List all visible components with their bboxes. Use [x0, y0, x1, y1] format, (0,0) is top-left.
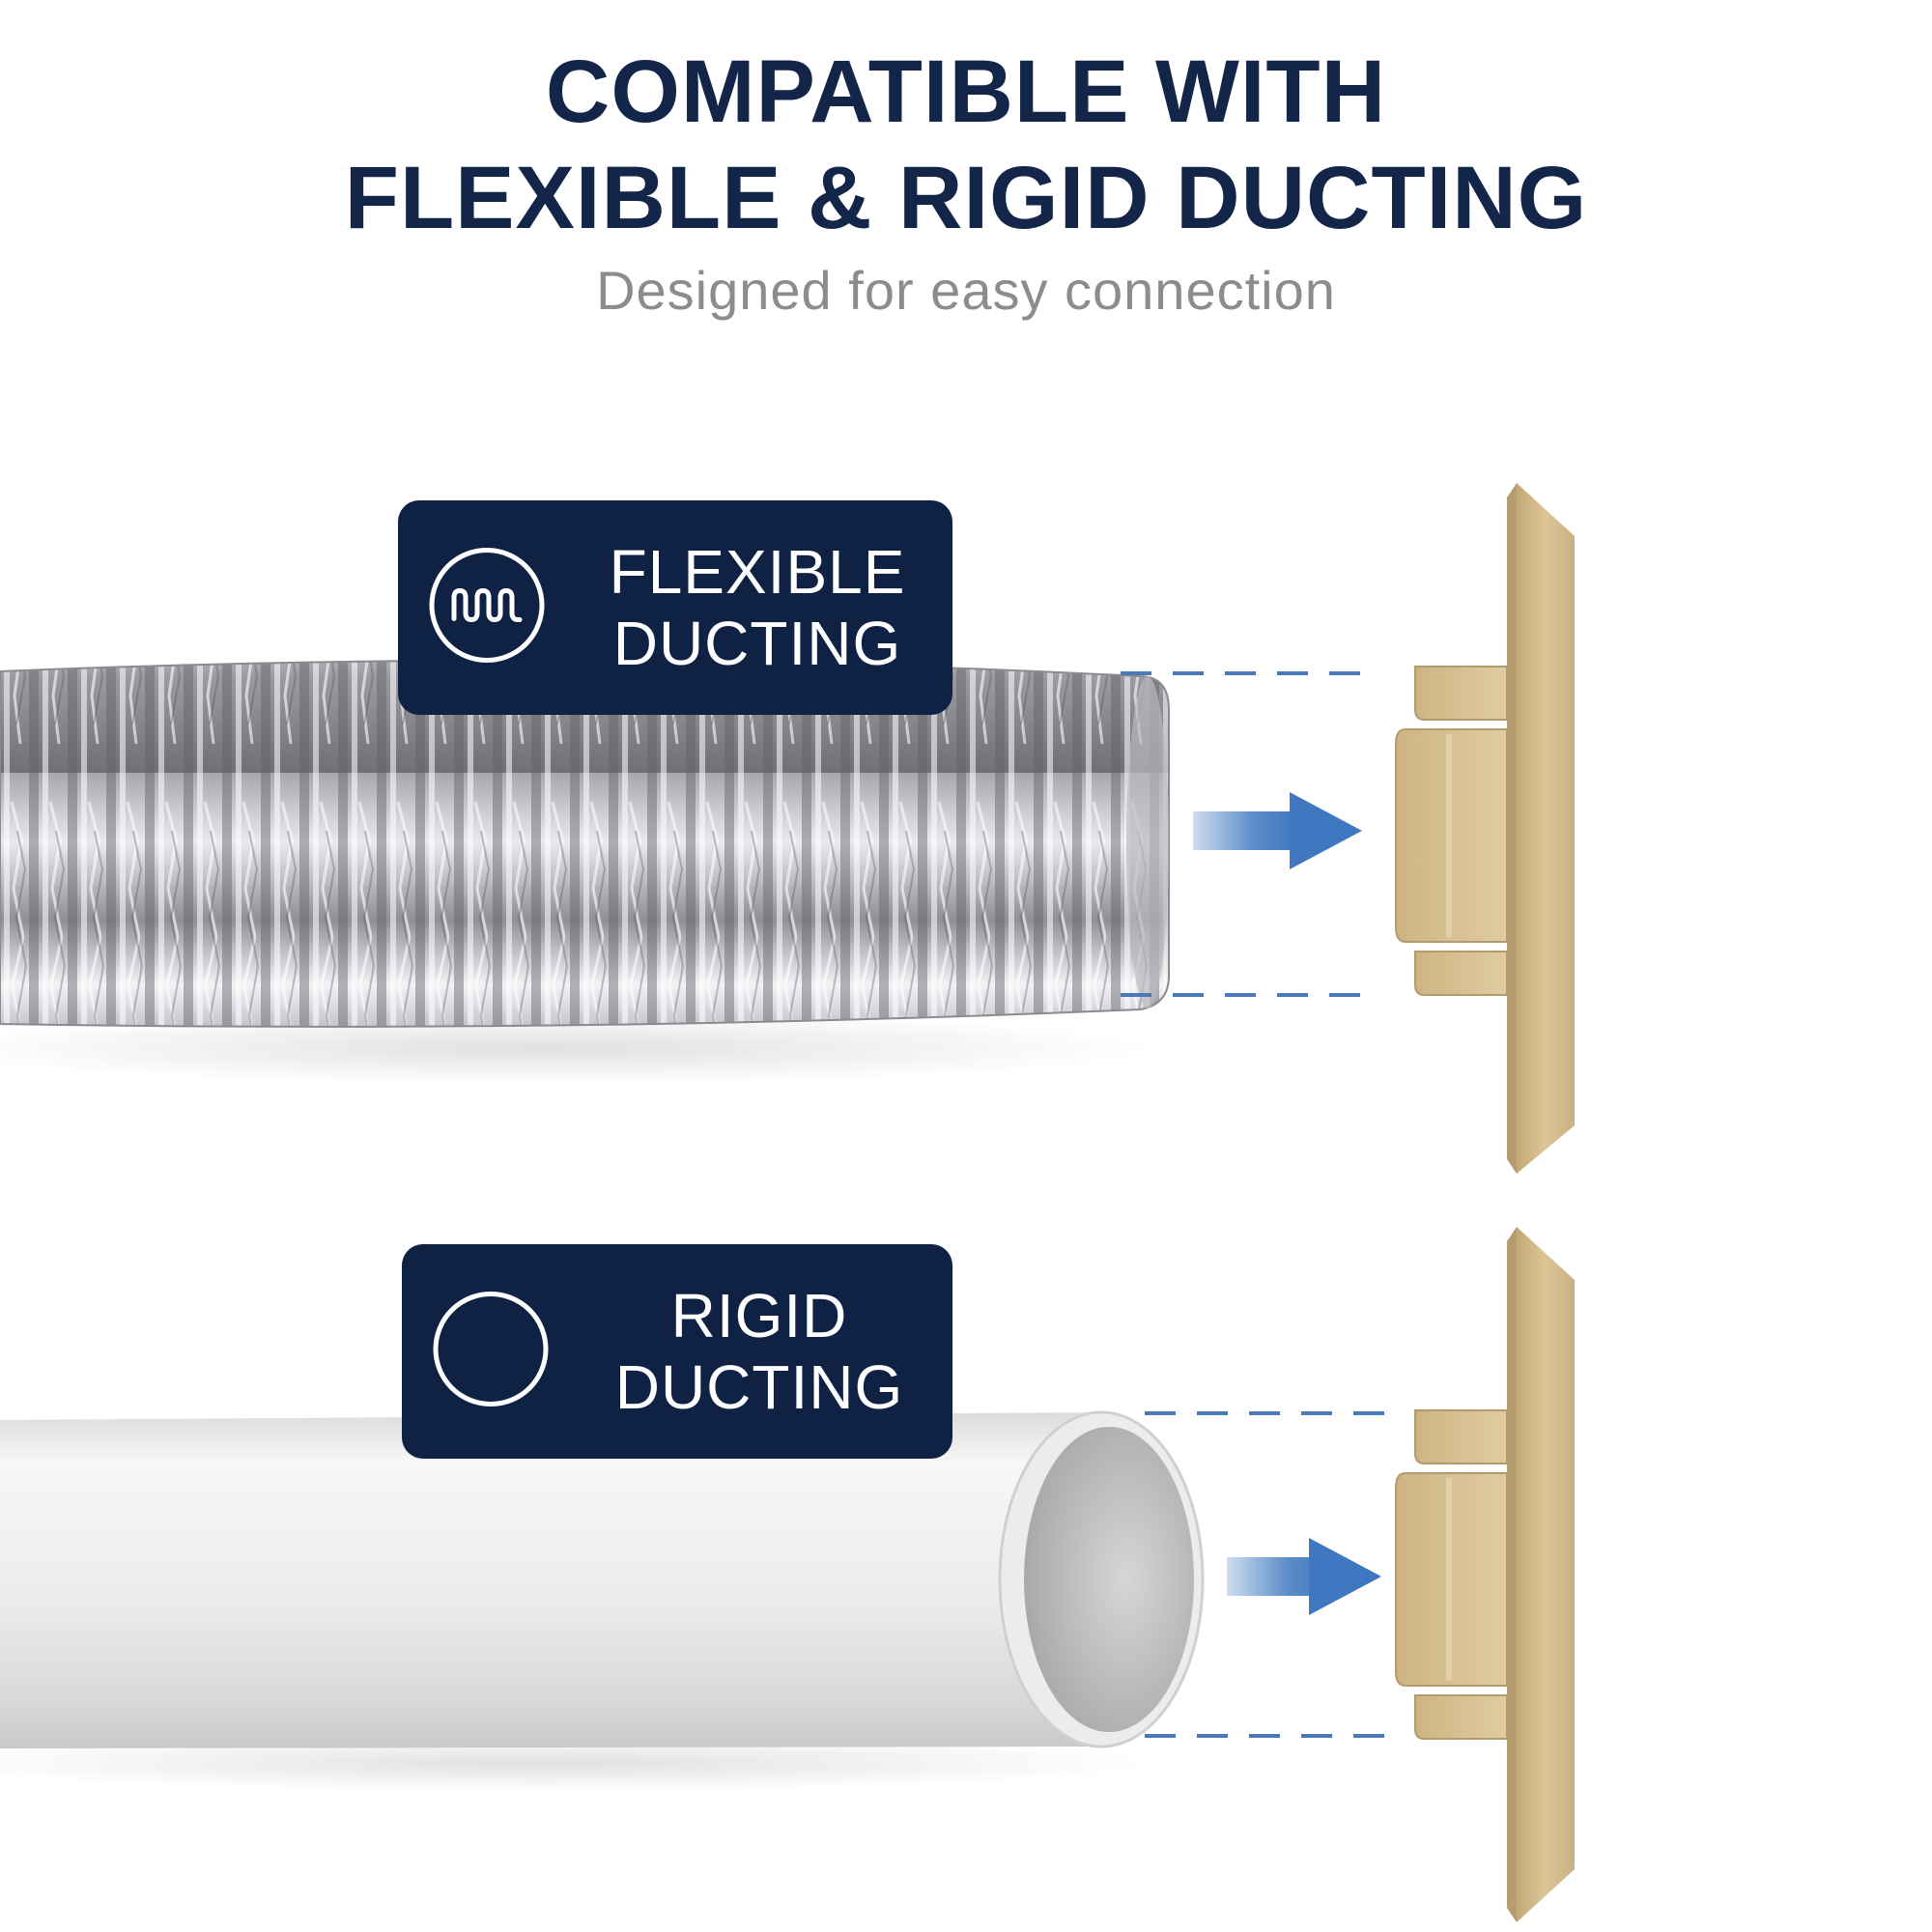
- coil-icon: [427, 546, 547, 670]
- rigid-ducting-badge: RIGID DUCTING: [402, 1244, 952, 1459]
- flexible-ducting-badge: FLEXIBLE DUCTING: [398, 500, 952, 715]
- flexible-label-line-2: DUCTING: [612, 609, 902, 678]
- rigid-guide-lines: [1145, 1411, 1391, 1738]
- rigid-arrow-icon: [1227, 1538, 1381, 1615]
- page-title: COMPATIBLE WITH FLEXIBLE & RIGID DUCTING: [0, 39, 1932, 251]
- flexible-vent: [1395, 483, 1575, 1174]
- flexible-ducting-label: FLEXIBLE DUCTING: [591, 536, 923, 679]
- flexible-guide-lines: [1121, 671, 1372, 997]
- page-subtitle: Designed for easy connection: [596, 260, 1336, 321]
- rigid-vent: [1395, 1227, 1575, 1922]
- flexible-arrow-icon: [1193, 792, 1362, 869]
- rigid-label-line-1: RIGID: [670, 1281, 848, 1350]
- title-line-1: COMPATIBLE WITH: [545, 43, 1387, 141]
- rigid-ducting-label: RIGID DUCTING: [595, 1280, 923, 1423]
- title-line-2: FLEXIBLE & RIGID DUCTING: [344, 149, 1588, 247]
- flexible-duct: [0, 659, 1170, 1085]
- rigid-duct: [0, 1410, 1205, 1792]
- flexible-label-line-1: FLEXIBLE: [609, 537, 906, 607]
- circle-icon: [431, 1290, 551, 1414]
- header: COMPATIBLE WITH FLEXIBLE & RIGID DUCTING…: [0, 39, 1932, 325]
- rigid-label-line-2: DUCTING: [614, 1352, 904, 1422]
